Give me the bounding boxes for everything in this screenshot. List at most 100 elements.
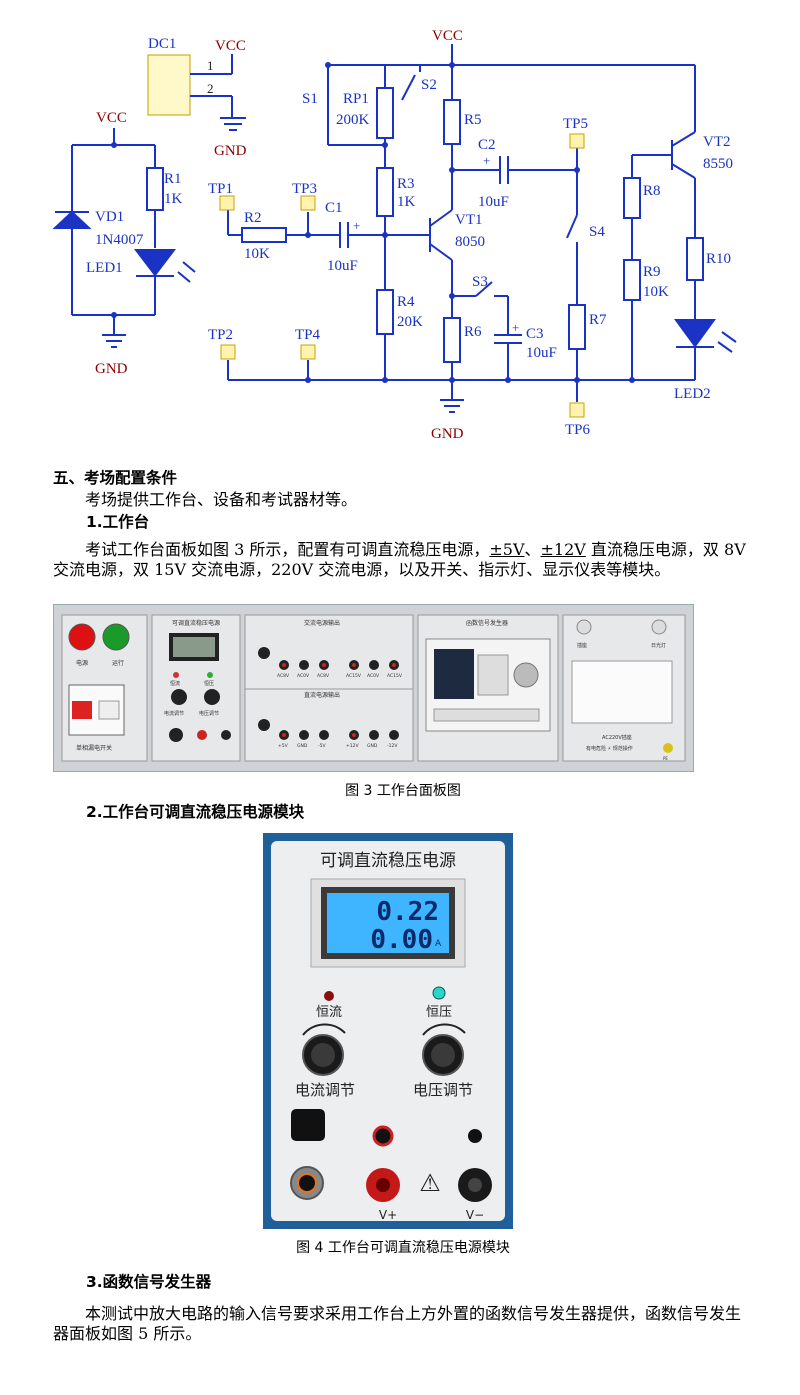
svg-text:R1: R1: [164, 171, 182, 187]
svg-text:V−: V−: [466, 1208, 484, 1222]
svg-text:日光灯: 日光灯: [651, 642, 666, 649]
svg-text:+5V: +5V: [278, 743, 289, 749]
intro-paragraph: 考场提供工作台、设备和考试器材等。: [85, 490, 358, 509]
svg-text:R2: R2: [244, 210, 262, 226]
svg-text:电压调节: 电压调节: [413, 1081, 473, 1099]
adjustable-psu-photo: 可调直流稳压电源 0.22 0.00 A 恒流 恒压 电流调节 电压调节 ⚠ V…: [263, 833, 513, 1229]
circuit-schematic: DC1 1 2 VCC GND VCC GND VCC GND R1 1K VD…: [52, 28, 737, 442]
svg-text:10uF: 10uF: [526, 345, 557, 361]
svg-text:AC15V: AC15V: [346, 673, 362, 679]
svg-text:AC15V: AC15V: [387, 673, 403, 679]
svg-text:函数信号发生器: 函数信号发生器: [466, 619, 508, 627]
sub-heading-psu: 2.工作台可调直流稳压电源模块: [86, 803, 305, 821]
figure-3-caption: 图 3 工作台面板图: [345, 783, 461, 799]
svg-text:恒压: 恒压: [426, 1005, 452, 1020]
svg-text:直流电源输出: 直流电源输出: [304, 691, 340, 699]
svg-text:1K: 1K: [164, 191, 183, 207]
svg-text:R5: R5: [464, 112, 482, 128]
label-gnd: GND: [214, 143, 247, 159]
svg-text:S2: S2: [421, 77, 437, 93]
svg-text:TP2: TP2: [208, 327, 233, 343]
svg-text:R6: R6: [464, 324, 482, 340]
svg-text:恒流: 恒流: [316, 1005, 342, 1020]
svg-text:LED1: LED1: [86, 260, 123, 276]
svg-text:⚠: ⚠: [419, 1169, 441, 1197]
svg-text:TP4: TP4: [295, 327, 321, 343]
svg-text:可调直流稳压电源: 可调直流稳压电源: [320, 851, 456, 871]
svg-text:R4: R4: [397, 294, 415, 310]
svg-text:电源: 电源: [76, 659, 88, 667]
svg-text:R7: R7: [589, 312, 607, 328]
svg-text:VT2: VT2: [703, 134, 731, 150]
svg-text:20K: 20K: [397, 314, 423, 330]
svg-text:+: +: [512, 320, 519, 335]
figure-4-caption: 图 4 工作台可调直流稳压电源模块: [296, 1240, 510, 1256]
svg-text:1N4007: 1N4007: [95, 232, 144, 248]
svg-text:V+: V+: [379, 1208, 397, 1222]
section-heading: 五、考场配置条件: [53, 469, 178, 487]
workbench-paragraph: 考试工作台面板如图 3 所示，配置有可调直流稳压电源，±5V、±12V 直流稳压…: [53, 540, 746, 579]
svg-text:VCC: VCC: [432, 28, 463, 44]
function-generator-paragraph: 本测试中放大电路的输入信号要求采用工作台上方外置的函数信号发生器提供，函数信号发…: [53, 1304, 742, 1343]
svg-text:10K: 10K: [244, 246, 270, 262]
svg-text:电流调节: 电流调节: [295, 1081, 355, 1099]
svg-text:S4: S4: [589, 224, 605, 240]
svg-text:TP6: TP6: [565, 422, 591, 438]
svg-text:8050: 8050: [455, 234, 485, 250]
svg-text:S1: S1: [302, 91, 318, 107]
svg-text:1: 1: [207, 58, 214, 73]
svg-text:10uF: 10uF: [327, 258, 358, 274]
svg-text:GND: GND: [367, 743, 378, 749]
svg-text:AC0V: AC0V: [297, 673, 310, 679]
svg-text:VT1: VT1: [455, 212, 483, 228]
workbench-panel-photo: 电源 运行 单相漏电开关 可调直流稳压电源 恒流 恒压 电流调节 电压调节 交流…: [53, 604, 694, 772]
svg-text:VCC: VCC: [96, 110, 127, 126]
svg-text:恒压: 恒压: [204, 680, 214, 687]
svg-text:S3: S3: [472, 274, 488, 290]
svg-text:AC8V: AC8V: [317, 673, 330, 679]
svg-text:TP1: TP1: [208, 181, 233, 197]
label-dc1: DC1: [148, 36, 176, 52]
svg-text:AC0V: AC0V: [367, 673, 380, 679]
svg-text:AC8V: AC8V: [277, 673, 290, 679]
voltage-readout: 0.22: [376, 897, 439, 927]
svg-text:RP1: RP1: [343, 91, 369, 107]
svg-text:LED2: LED2: [674, 386, 711, 402]
svg-text:AC220V插座: AC220V插座: [602, 734, 632, 741]
svg-text:运行: 运行: [112, 659, 124, 667]
svg-text:C1: C1: [325, 200, 343, 216]
svg-text:交流电源输出: 交流电源输出: [304, 619, 340, 627]
svg-text:可调直流稳压电源: 可调直流稳压电源: [172, 619, 220, 627]
svg-text:电流调节: 电流调节: [164, 710, 184, 717]
svg-text:10uF: 10uF: [478, 194, 509, 210]
svg-text:-12V: -12V: [387, 743, 398, 749]
svg-text:2: 2: [207, 81, 214, 96]
svg-text:8550: 8550: [703, 156, 733, 172]
svg-text:PE: PE: [663, 756, 668, 761]
svg-text:恒流: 恒流: [170, 680, 180, 687]
svg-text:TP3: TP3: [292, 181, 317, 197]
svg-text:-5V: -5V: [318, 743, 326, 749]
svg-text:R3: R3: [397, 176, 415, 192]
svg-text:插座: 插座: [577, 642, 587, 649]
svg-text:单相漏电开关: 单相漏电开关: [76, 744, 112, 752]
svg-text:C3: C3: [526, 326, 544, 342]
svg-text:A: A: [435, 939, 442, 949]
svg-text:1K: 1K: [397, 194, 416, 210]
svg-text:GND: GND: [95, 361, 128, 377]
svg-text:200K: 200K: [336, 112, 370, 128]
current-readout: 0.00: [370, 925, 433, 955]
svg-text:有电危险 ⚡ 规范操作: 有电危险 ⚡ 规范操作: [586, 745, 633, 752]
svg-text:R8: R8: [643, 183, 661, 199]
svg-text:+: +: [353, 218, 360, 233]
svg-text:+12V: +12V: [346, 743, 359, 749]
svg-text:R9: R9: [643, 264, 661, 280]
sub-heading-function-generator: 3.函数信号发生器: [86, 1273, 212, 1291]
svg-text:TP5: TP5: [563, 116, 588, 132]
svg-text:R10: R10: [706, 251, 731, 267]
svg-text:10K: 10K: [643, 284, 669, 300]
svg-text:C2: C2: [478, 137, 496, 153]
svg-text:+: +: [483, 153, 490, 168]
svg-text:GND: GND: [297, 743, 308, 749]
svg-text:电压调节: 电压调节: [199, 710, 219, 717]
